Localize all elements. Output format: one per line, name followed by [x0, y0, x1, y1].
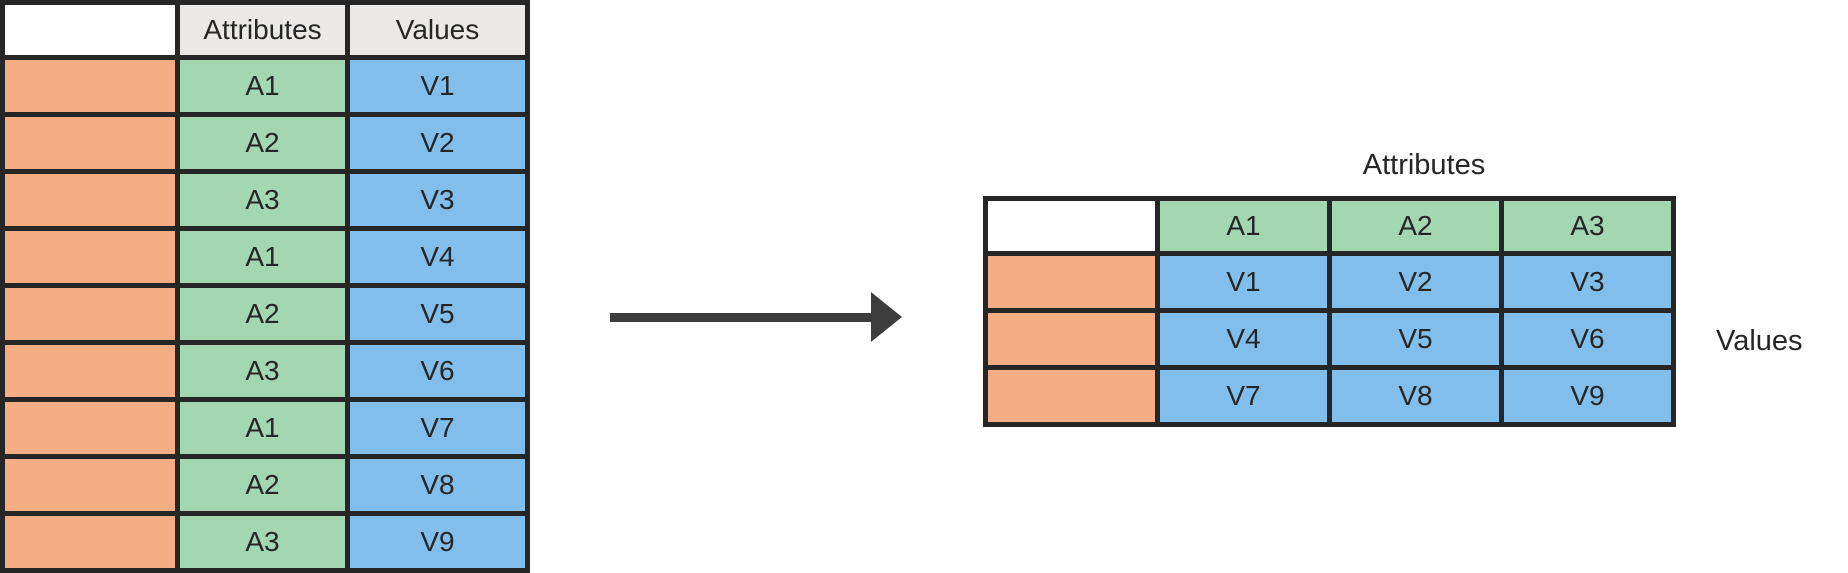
- attribute-cell: A2: [175, 112, 350, 174]
- value-cell: V1: [1155, 251, 1332, 313]
- value-cell: V5: [345, 283, 530, 345]
- value-cell: V2: [345, 112, 530, 174]
- attribute-cell: A3: [175, 340, 350, 402]
- table-row: V4 V5 V6: [983, 308, 1676, 370]
- table-row: A1 V7: [0, 397, 530, 459]
- header-row: A1 A2 A3: [983, 196, 1676, 256]
- value-cell: V6: [1499, 308, 1676, 370]
- table-row: A1 V1: [0, 55, 530, 117]
- table-row: A1 V4: [0, 226, 530, 288]
- attribute-cell: A1: [175, 55, 350, 117]
- key-cell: [0, 340, 180, 402]
- value-cell: V6: [345, 340, 530, 402]
- key-cell: [983, 308, 1160, 370]
- attribute-cell: A3: [175, 169, 350, 231]
- table-row: A2 V8: [0, 454, 530, 516]
- header-row: Attributes Values: [0, 0, 530, 60]
- attribute-cell: A1: [175, 397, 350, 459]
- key-cell: [0, 55, 180, 117]
- key-cell: [0, 397, 180, 459]
- attribute-column-header: A1: [1155, 196, 1332, 256]
- values-axis-label: Values: [1716, 325, 1803, 357]
- table-row: A2 V5: [0, 283, 530, 345]
- key-cell: [0, 112, 180, 174]
- attribute-column-header: A2: [1327, 196, 1504, 256]
- attributes-column-header: Attributes: [175, 0, 350, 60]
- key-cell: [0, 454, 180, 516]
- value-cell: V7: [345, 397, 530, 459]
- table-row: A3 V3: [0, 169, 530, 231]
- corner-spacer: [0, 0, 180, 60]
- key-cell: [0, 226, 180, 288]
- attribute-cell: A2: [175, 454, 350, 516]
- value-cell: V3: [345, 169, 530, 231]
- key-cell: [983, 251, 1160, 313]
- value-cell: V1: [345, 55, 530, 117]
- value-cell: V7: [1155, 365, 1332, 427]
- long-format-table: Attributes Values A1 V1 A2 V2 A3 V3 A1 V…: [0, 0, 530, 573]
- attribute-column-header: A3: [1499, 196, 1676, 256]
- transform-arrow-icon: [605, 287, 905, 347]
- table-row: A2 V2: [0, 112, 530, 174]
- value-cell: V4: [345, 226, 530, 288]
- attributes-axis-label: Attributes: [1362, 149, 1486, 181]
- value-cell: V5: [1327, 308, 1504, 370]
- values-column-header: Values: [345, 0, 530, 60]
- key-cell: [0, 169, 180, 231]
- wide-format-table: A1 A2 A3 V1 V2 V3 V4 V5 V6 V7 V8 V9: [983, 196, 1676, 427]
- key-cell: [0, 283, 180, 345]
- attribute-cell: A2: [175, 283, 350, 345]
- corner-spacer: [983, 196, 1160, 256]
- table-row: V1 V2 V3: [983, 251, 1676, 313]
- attribute-cell: A3: [175, 511, 350, 573]
- value-cell: V9: [1499, 365, 1676, 427]
- value-cell: V3: [1499, 251, 1676, 313]
- value-cell: V8: [1327, 365, 1504, 427]
- value-cell: V4: [1155, 308, 1332, 370]
- key-cell: [983, 365, 1160, 427]
- value-cell: V9: [345, 511, 530, 573]
- table-row: V7 V8 V9: [983, 365, 1676, 427]
- key-cell: [0, 511, 180, 573]
- value-cell: V8: [345, 454, 530, 516]
- table-row: A3 V6: [0, 340, 530, 402]
- value-cell: V2: [1327, 251, 1504, 313]
- attribute-cell: A1: [175, 226, 350, 288]
- table-row: A3 V9: [0, 511, 530, 573]
